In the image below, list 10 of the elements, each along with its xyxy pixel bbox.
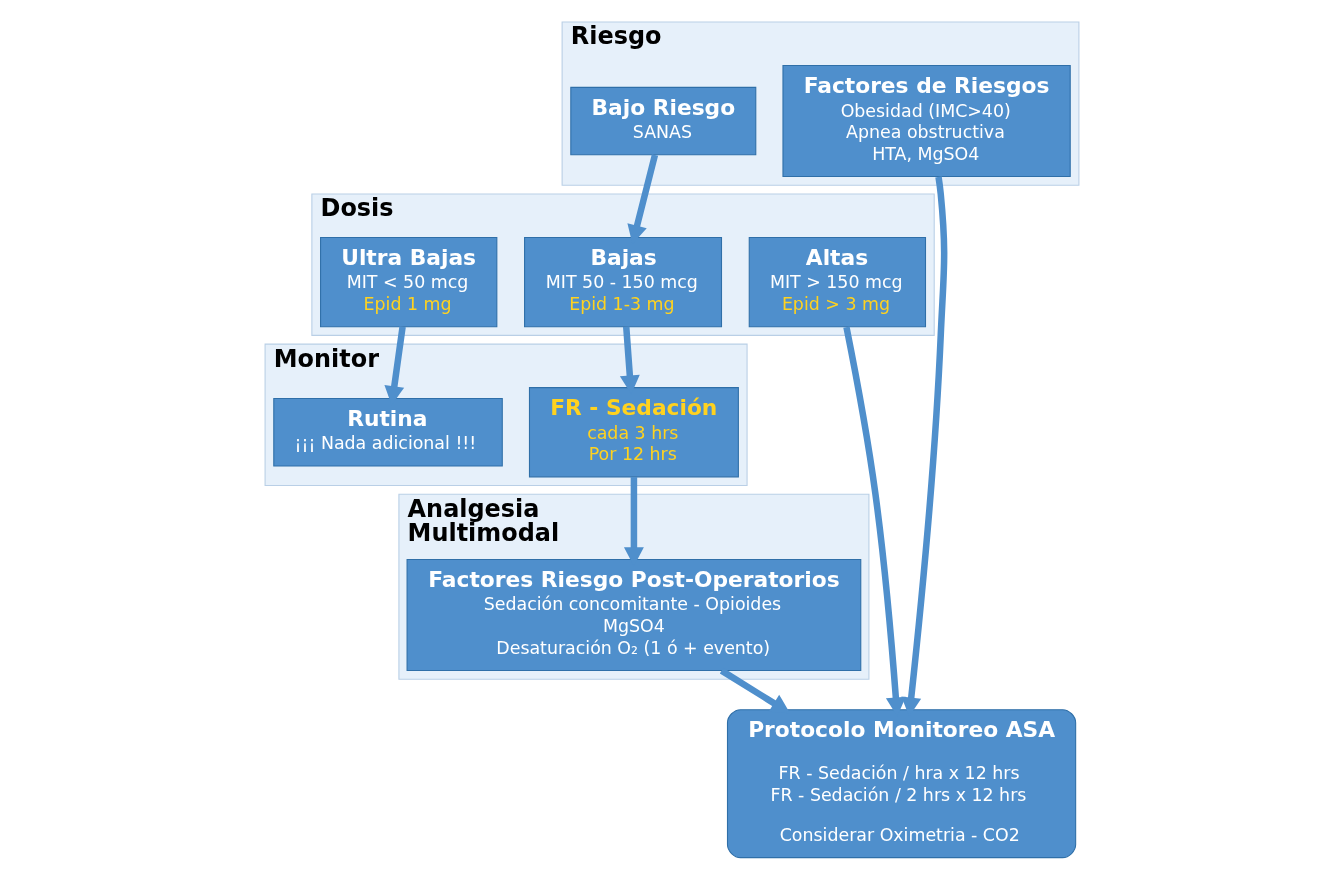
node-box: Factores de Riesgos Obesidad (IMC>40) Apnea obstructiva HTA, MgSO4 [782, 64, 1071, 177]
arrow [719, 667, 790, 713]
node-box: Factores Riesgo Post-Operatorios Sedación concomitante - Opioides MgSO4 Desaturación O₂ (1 ó + evento) [406, 558, 862, 671]
node-box: Bajo Riesgo SANAS [570, 86, 757, 155]
node-box: Rutina ¡¡¡ Nada adicional !!! [273, 397, 503, 466]
node-box: Protocolo Monitoreo ASA FR - Sedación / hra x 12 hrs FR - Sedación / 2 hrs x 12 hrs Considerar Oximetria - CO2 [726, 708, 1077, 858]
node-box: Ultra Bajas MIT < 50 mcg Epid 1 mg [320, 236, 498, 327]
node-box: Bajas MIT 50 - 150 mcg Epid 1-3 mg [524, 236, 723, 327]
node-box: FR - Sedación cada 3 hrs Por 12 hrs [528, 386, 739, 477]
node-box: Altas MIT > 150 mcg Epid > 3 mg [748, 236, 927, 327]
